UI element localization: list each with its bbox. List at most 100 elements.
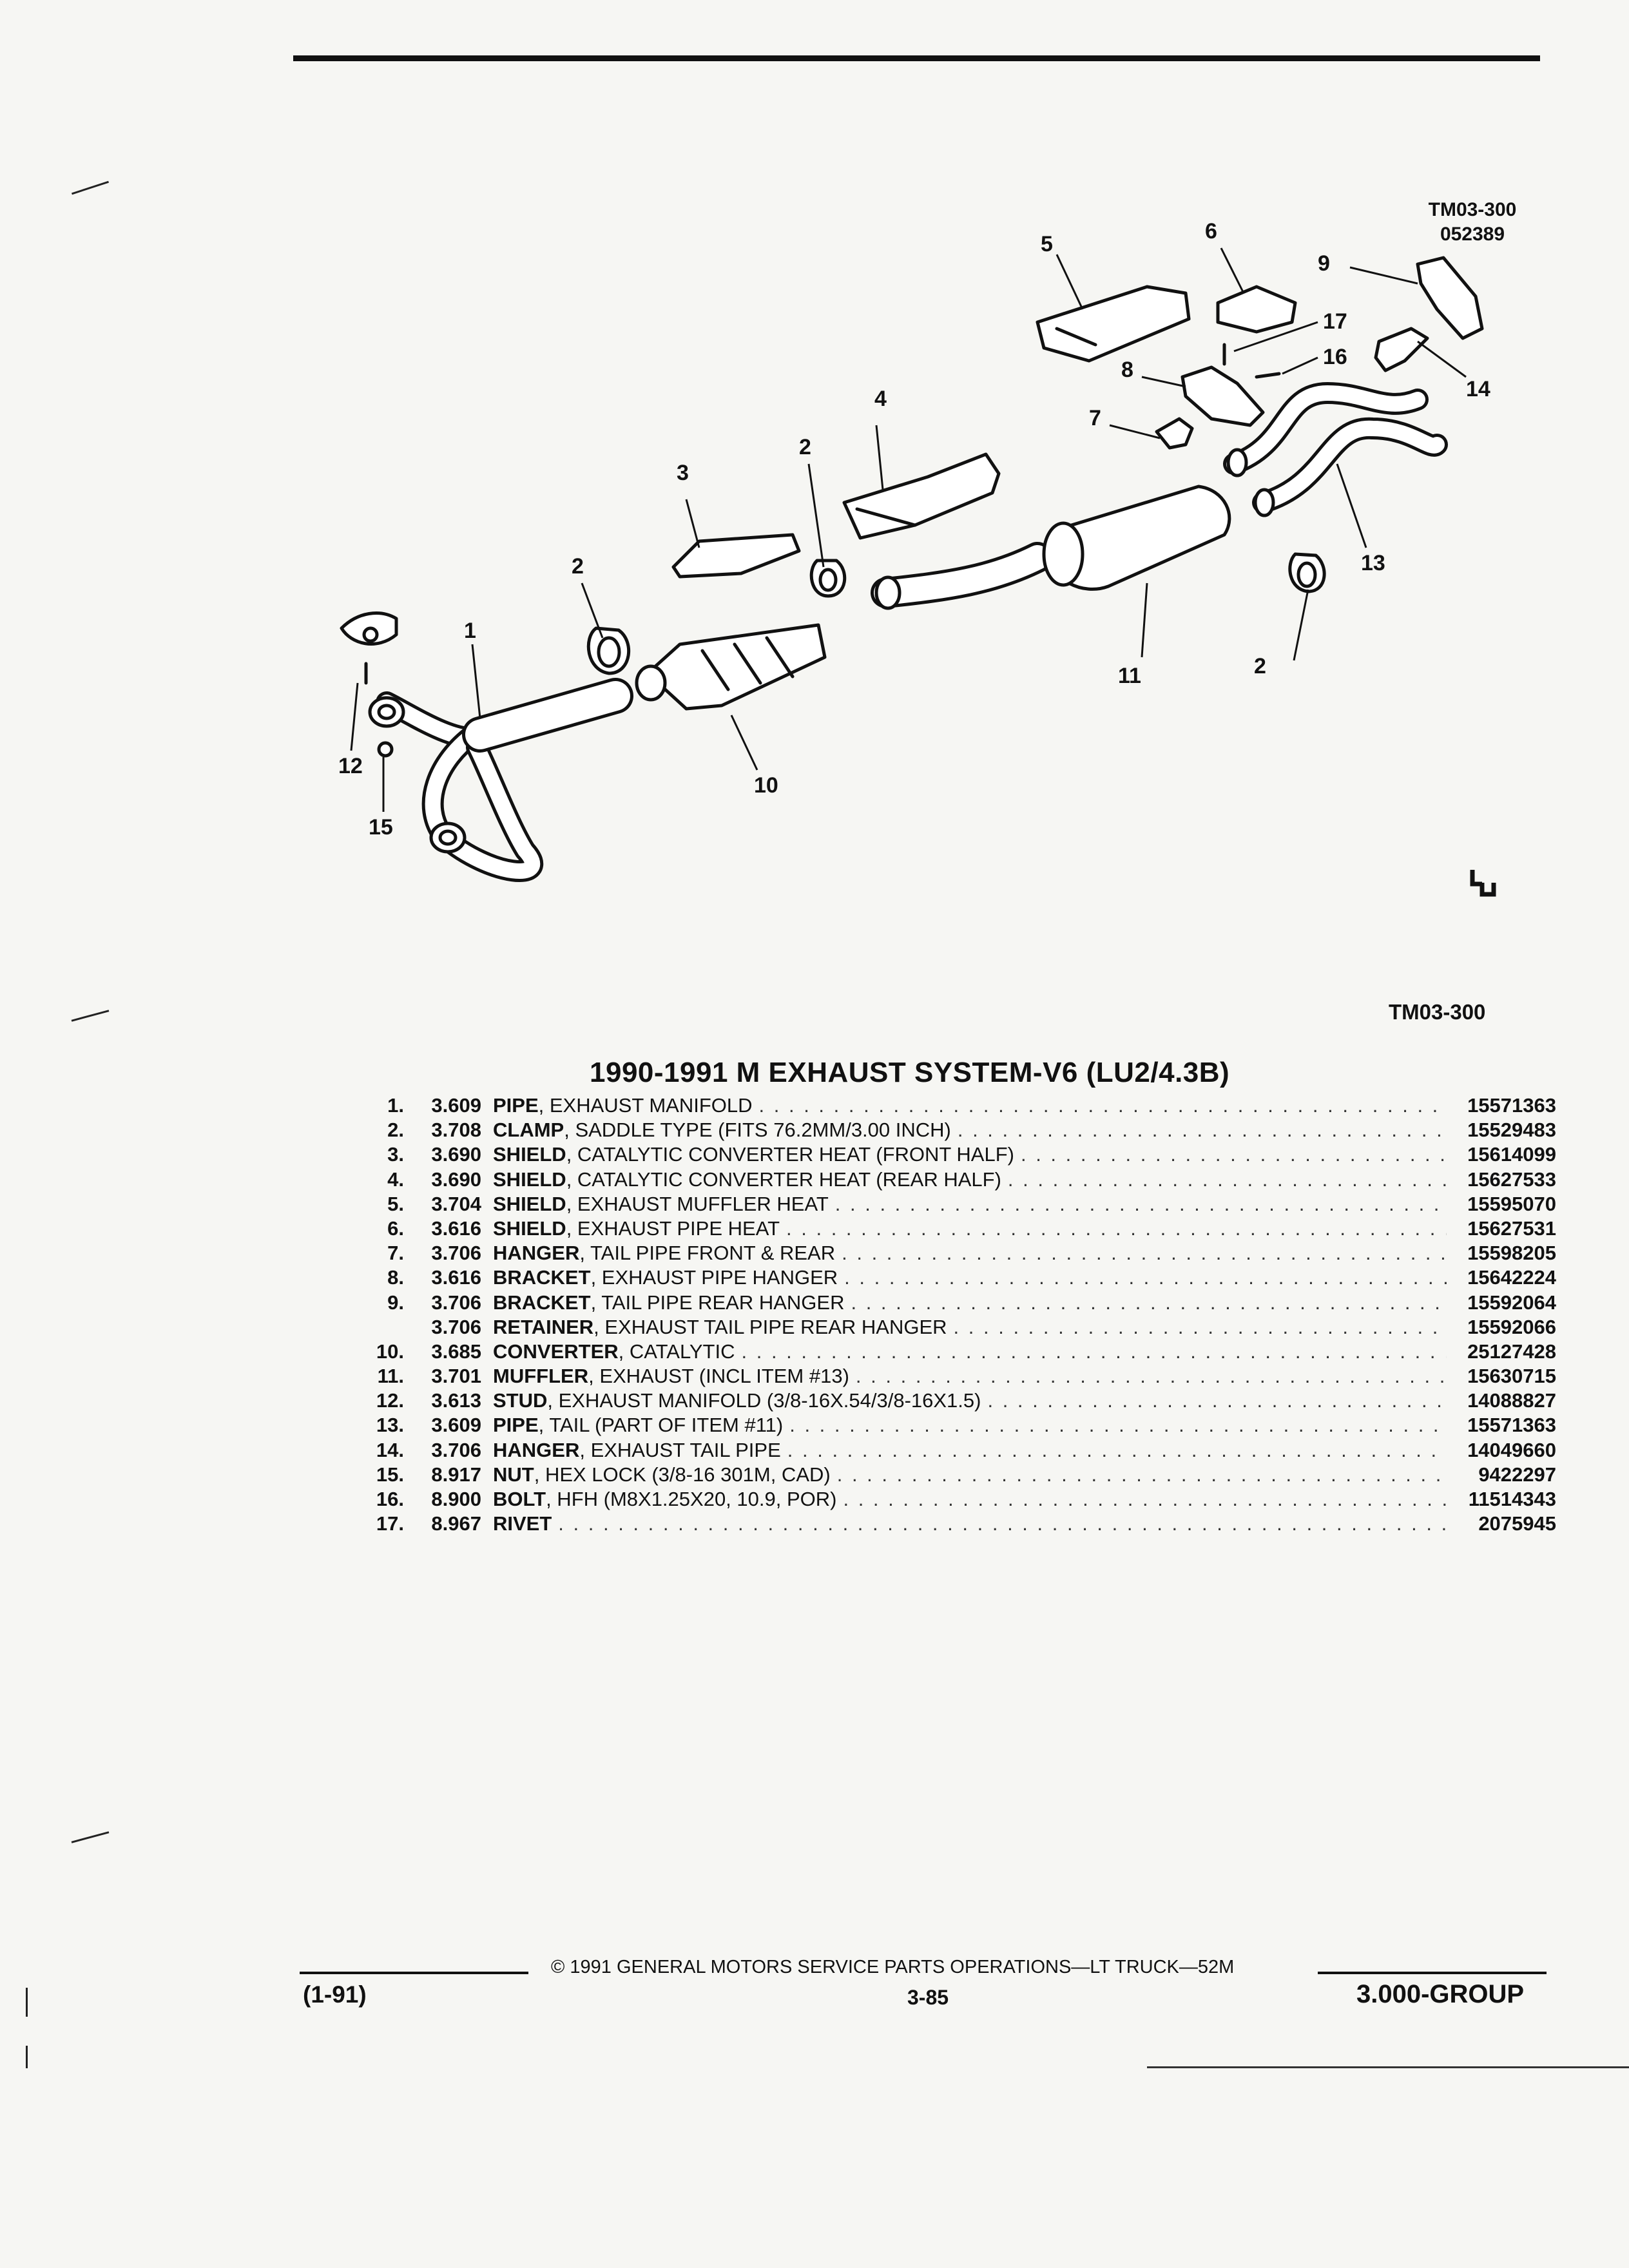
part-number: 15592066 — [1467, 1315, 1556, 1338]
muffler — [871, 485, 1231, 610]
dot-leader — [851, 1291, 1447, 1315]
callout-12: 12 — [338, 754, 363, 778]
saddle-clamp-front — [586, 626, 630, 675]
part-number: 15571363 — [1467, 1414, 1556, 1437]
item-number: 4. — [387, 1168, 404, 1191]
scan-mark — [26, 1988, 28, 2017]
item-number: 13. — [376, 1414, 404, 1437]
group-number: 3.616 — [431, 1266, 481, 1289]
callout-14: 14 — [1466, 377, 1490, 401]
dot-leader — [844, 1265, 1447, 1290]
part-number: 15614099 — [1467, 1143, 1556, 1166]
dot-leader — [958, 1118, 1447, 1142]
part-number: 14088827 — [1467, 1389, 1556, 1412]
revision-date: (1-91) — [303, 1981, 367, 2008]
callout-3: 3 — [677, 461, 689, 485]
group-number: 3.616 — [431, 1216, 481, 1240]
part-description: , CATALYTIC CONVERTER HEAT (FRONT HALF) — [566, 1143, 1014, 1166]
figure-date-code: 052389 — [1440, 224, 1505, 245]
part-number: 15595070 — [1467, 1192, 1556, 1215]
part-number: 2075945 — [1478, 1512, 1556, 1535]
footer-rule-left — [300, 1972, 528, 1974]
callout-2a: 2 — [572, 554, 584, 579]
figure-id: TM03-300 — [1428, 199, 1517, 220]
callout-1: 1 — [464, 619, 476, 643]
dot-leader — [789, 1413, 1447, 1437]
tail-pipe — [1223, 382, 1448, 517]
part-description: , SADDLE TYPE (FITS 76.2MM/3.00 INCH) — [564, 1119, 951, 1142]
item-number: 11. — [377, 1365, 404, 1388]
group-number: 3.609 — [431, 1414, 481, 1437]
part-number: 11514343 — [1468, 1488, 1556, 1510]
group-number: 3.706 — [431, 1242, 481, 1265]
exhaust-pipe-hanger-bracket — [1181, 365, 1265, 427]
part-number: 25127428 — [1467, 1340, 1556, 1363]
tail-pipe-hanger — [1155, 417, 1194, 450]
part-number: 15571363 — [1467, 1094, 1556, 1117]
dot-leader — [835, 1192, 1447, 1216]
part-name: SHIELD — [493, 1192, 566, 1215]
callout-5: 5 — [1041, 232, 1053, 256]
callout-2c: 2 — [1254, 654, 1266, 678]
callout-15: 15 — [369, 815, 393, 840]
part-name: RIVET — [493, 1512, 552, 1535]
callout-11: 11 — [1118, 664, 1141, 688]
part-number: 15642224 — [1467, 1266, 1556, 1289]
part-number: 15598205 — [1467, 1242, 1556, 1265]
part-name: CLAMP — [493, 1119, 564, 1142]
footer-copyright: © 1991 GENERAL MOTORS SERVICE PARTS OPER… — [551, 1957, 1235, 1977]
part-description: , EXHAUST MANIFOLD — [538, 1094, 753, 1117]
saddle-clamp-mid — [809, 559, 847, 598]
section-title: 1990-1991 M EXHAUST SYSTEM-V6 (LU2/4.3B) — [590, 1057, 1230, 1088]
callout-13: 13 — [1361, 551, 1385, 575]
part-name: SHIELD — [493, 1216, 566, 1240]
part-number: 14049660 — [1467, 1438, 1556, 1461]
callout-2b: 2 — [799, 435, 811, 459]
part-description: , CATALYTIC CONVERTER HEAT (REAR HALF) — [566, 1168, 1001, 1191]
item-number: 12. — [376, 1389, 404, 1412]
group-number: 8.967 — [431, 1512, 481, 1535]
part-name: PIPE — [493, 1094, 539, 1117]
group-number: 3.685 — [431, 1340, 481, 1363]
part-name: HANGER — [493, 1242, 580, 1265]
scan-mark — [71, 1010, 110, 1022]
dot-leader — [954, 1315, 1447, 1340]
part-description: , EXHAUST MUFFLER HEAT — [566, 1192, 829, 1215]
item-number: 1. — [387, 1094, 404, 1117]
exhaust-pipe-heat-shield — [1216, 285, 1297, 334]
callout-9: 9 — [1318, 251, 1330, 276]
part-number: 15529483 — [1467, 1119, 1556, 1142]
page-number: 3-85 — [907, 1986, 949, 2009]
part-description: , TAIL (PART OF ITEM #11) — [538, 1414, 784, 1437]
group-number: 3.706 — [431, 1315, 481, 1338]
catalytic-converter-front-shield — [671, 533, 801, 579]
catalytic-converter-rear-shield — [842, 452, 1001, 540]
group-number: 3.690 — [431, 1168, 481, 1191]
group-number: 8.917 — [431, 1463, 481, 1486]
catalytic-converter — [635, 623, 827, 711]
tail-pipe-rear-hanger-bracket — [1416, 256, 1484, 340]
part-name: RETAINER — [493, 1315, 594, 1338]
part-name: BRACKET — [493, 1266, 591, 1289]
exhaust-system-diagram: 1 2 2 2 3 4 5 6 7 8 9 10 11 12 13 14 15 … — [338, 219, 1496, 897]
part-name: BRACKET — [493, 1291, 591, 1314]
part-number: 15630715 — [1467, 1365, 1556, 1388]
part-name: HANGER — [493, 1438, 580, 1461]
callout-4: 4 — [874, 387, 887, 411]
item-number: 2. — [387, 1119, 404, 1142]
callout-6: 6 — [1205, 219, 1217, 244]
dot-leader — [558, 1512, 1447, 1536]
group-number: 3.613 — [431, 1389, 481, 1412]
scan-mark — [71, 1831, 110, 1843]
part-description: , EXHAUST TAIL PIPE — [579, 1438, 781, 1461]
